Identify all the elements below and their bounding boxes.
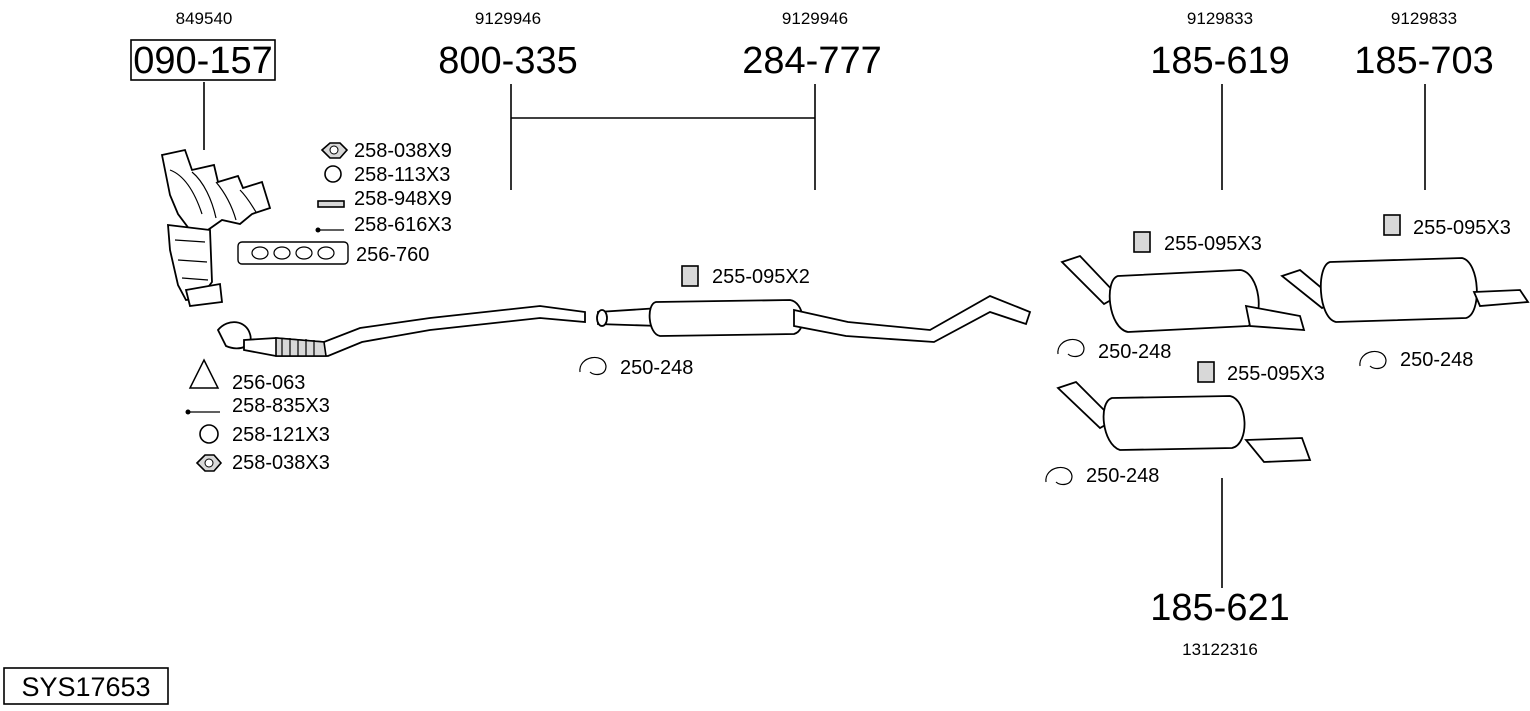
- rubber-mount-icon: [1383, 214, 1401, 236]
- label-cat-stud[interactable]: 258-948X9: [354, 188, 452, 210]
- front-pipe-drawing[interactable]: [216, 305, 586, 357]
- system-id: SYS17653: [21, 672, 150, 702]
- label-middle-mount[interactable]: 255-095X2: [712, 266, 810, 288]
- clamp-icon: [1359, 350, 1387, 370]
- label-rear-b-mount[interactable]: 255-095X3: [1413, 217, 1511, 239]
- label-cat-bolt[interactable]: 258-616X3: [354, 214, 452, 236]
- oem-number-cat: 849540: [176, 9, 233, 28]
- stud-icon: [317, 200, 345, 208]
- label-rear-b-clamp[interactable]: 250-248: [1400, 349, 1473, 371]
- leader-lines: [203, 82, 1426, 588]
- part-number-284-777[interactable]: 284-777: [742, 40, 881, 82]
- washer-icon: [324, 165, 342, 183]
- label-rear-a-clamp[interactable]: 250-248: [1098, 341, 1171, 363]
- bolt-icon: [315, 227, 344, 233]
- label-cat-gasket[interactable]: 256-760: [356, 244, 429, 266]
- oem-number-rear-a: 9129833: [1187, 9, 1253, 28]
- clamp-icon: [1045, 466, 1073, 486]
- clamp-icon: [1057, 338, 1085, 358]
- label-flange-nut[interactable]: 258-038X3: [232, 452, 330, 474]
- part-number-185-703[interactable]: 185-703: [1354, 40, 1493, 82]
- part-number-185-619[interactable]: 185-619: [1150, 40, 1289, 82]
- manifold-gasket-icon: [237, 241, 349, 265]
- flange-gasket-icon: [188, 358, 220, 389]
- oem-number-rear-c: 13122316: [1182, 640, 1258, 659]
- label-rear-c-clamp[interactable]: 250-248: [1086, 465, 1159, 487]
- middle-silencer-drawing[interactable]: [596, 295, 1032, 343]
- rubber-mount-icon: [1197, 361, 1215, 383]
- label-flange-bolt[interactable]: 258-835X3: [232, 395, 330, 417]
- part-number-800-335[interactable]: 800-335: [438, 40, 577, 82]
- part-number-090-157[interactable]: 090-157: [133, 40, 272, 82]
- part-number-box: [130, 39, 276, 81]
- rubber-mount-icon: [681, 265, 699, 287]
- label-cat-washer[interactable]: 258-113X3: [354, 164, 450, 186]
- hex-nut-icon: [195, 454, 223, 472]
- label-rear-a-mount[interactable]: 255-095X3: [1164, 233, 1262, 255]
- hex-nut-icon: [320, 142, 349, 159]
- rubber-mount-icon: [1133, 231, 1151, 253]
- oem-number-front-pipe: 9129946: [475, 9, 541, 28]
- sealing-ring-icon: [199, 424, 219, 444]
- rear-silencer-c-drawing[interactable]: [1056, 380, 1312, 463]
- rear-silencer-b-drawing[interactable]: [1280, 257, 1530, 323]
- label-middle-clamp[interactable]: 250-248: [620, 357, 693, 379]
- flange-bolt-icon: [185, 409, 220, 415]
- catalytic-manifold[interactable]: [160, 148, 272, 307]
- oem-number-middle: 9129946: [782, 9, 848, 28]
- oem-number-rear-b: 9129833: [1391, 9, 1457, 28]
- system-id-box: [3, 667, 169, 705]
- label-flange-ring[interactable]: 258-121X3: [232, 424, 330, 446]
- label-flange-gasket[interactable]: 256-063: [232, 372, 305, 394]
- label-rear-c-mount[interactable]: 255-095X3: [1227, 363, 1325, 385]
- part-number-185-621[interactable]: 185-621: [1150, 587, 1289, 629]
- label-cat-nut[interactable]: 258-038X9: [354, 140, 452, 162]
- clamp-icon: [579, 356, 607, 376]
- rear-silencer-a-drawing[interactable]: [1060, 254, 1306, 333]
